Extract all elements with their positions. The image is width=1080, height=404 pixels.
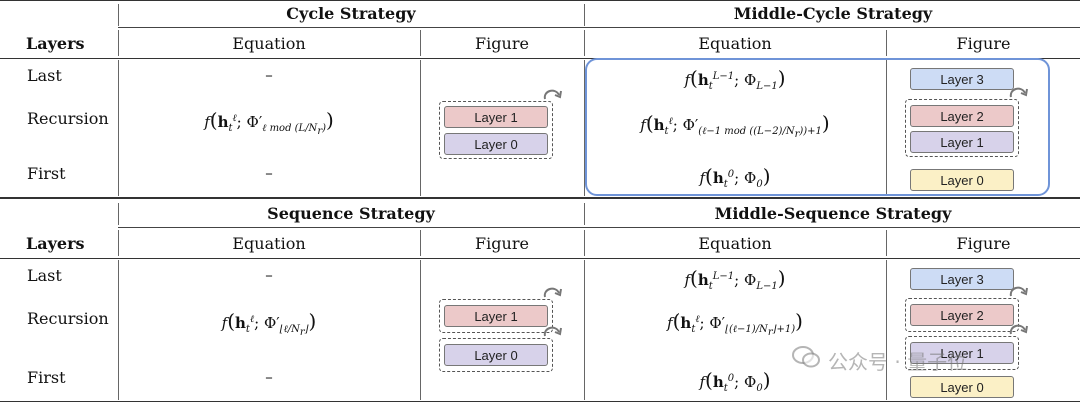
loop-arrow-icon — [1009, 87, 1028, 98]
cycle-recursion-equation: f(htℓ; Φ′ℓ mod (L/Nr)) — [204, 108, 334, 137]
middle-cycle-layer-1: Layer 1 — [910, 131, 1014, 153]
row-label-recursion: Recursion — [27, 309, 109, 328]
cycle-layer-1: Layer 1 — [444, 106, 548, 128]
middle-sequence-layer-2: Layer 2 — [910, 304, 1014, 326]
figure-header-bottom-right: Figure — [956, 234, 1011, 253]
middle-cycle-highlight — [585, 58, 1050, 196]
sequence-layer0-loop-group — [439, 338, 553, 372]
sequence-strategy-title: Sequence Strategy — [267, 204, 435, 223]
equation-header-bottom-left: Equation — [232, 234, 306, 253]
sequence-layer-1: Layer 1 — [444, 305, 548, 327]
watermark-text: 公众号 · 量子位 — [828, 350, 968, 374]
sequence-recursion-equation: f(htℓ; Φ′⌊ℓ/Nr⌋) — [221, 309, 317, 338]
middle-sequence-layer2-loop-group — [905, 298, 1019, 332]
middle-sequence-recursion-equation: f(htℓ; Φ′⌊(ℓ−1)/Nr⌋+1)) — [667, 309, 803, 338]
middle-sequence-first-equation: f(ht0; Φ0) — [699, 368, 771, 394]
sequence-last-equation: – — [265, 266, 273, 284]
middle-cycle-recursion-equation: f(htℓ; Φ′(ℓ−1 mod ((L−2)/Nr))+1) — [640, 111, 830, 140]
sequence-first-equation: – — [265, 368, 273, 386]
equation-header-bottom-right: Equation — [698, 234, 772, 253]
middle-sequence-last-equation: f(htL−1; ΦL−1) — [684, 266, 786, 292]
row-label-last: Last — [27, 66, 62, 85]
row-label-recursion: Recursion — [27, 109, 109, 128]
figure-header-top-left: Figure — [475, 34, 529, 53]
loop-arrow-icon — [1009, 324, 1028, 335]
middle-cycle-first-equation: f(ht0; Φ0) — [699, 164, 771, 190]
cycle-strategy-title: Cycle Strategy — [286, 4, 416, 23]
cycle-recursion-group — [439, 101, 553, 159]
cycle-first-equation: – — [265, 164, 273, 182]
loop-arrow-icon — [543, 326, 562, 337]
row-label-last: Last — [27, 266, 62, 285]
layers-header-top: Layers — [26, 34, 85, 53]
middle-cycle-layer-0: Layer 0 — [910, 169, 1014, 191]
equation-header-top-left: Equation — [232, 34, 306, 53]
cycle-layer-0: Layer 0 — [444, 133, 548, 155]
wechat-icon — [792, 346, 820, 368]
row-label-first: First — [27, 368, 66, 387]
figure-header-bottom-left: Figure — [475, 234, 529, 253]
loop-arrow-icon — [543, 89, 562, 100]
sequence-layer1-loop-group — [439, 299, 553, 333]
middle-sequence-layer-3: Layer 3 — [910, 268, 1014, 290]
middle-cycle-strategy-title: Middle-Cycle Strategy — [733, 4, 933, 23]
row-label-first: First — [27, 164, 66, 183]
layers-header-bottom: Layers — [26, 234, 85, 253]
figure-header-top-right: Figure — [956, 34, 1011, 53]
equation-header-top-right: Equation — [698, 34, 772, 53]
middle-sequence-strategy-title: Middle-Sequence Strategy — [714, 204, 952, 223]
middle-cycle-last-equation: f(htL−1; ΦL−1) — [684, 66, 786, 92]
middle-sequence-layer-1: Layer 1 — [910, 342, 1014, 364]
middle-sequence-layer1-loop-group — [905, 336, 1019, 370]
middle-sequence-layer-0: Layer 0 — [910, 376, 1014, 398]
middle-cycle-layer-2: Layer 2 — [910, 105, 1014, 127]
loop-arrow-icon — [543, 287, 562, 298]
loop-arrow-icon — [1009, 286, 1028, 297]
middle-cycle-layer-3: Layer 3 — [910, 68, 1014, 90]
middle-cycle-recursion-group — [905, 99, 1019, 157]
sequence-layer-0: Layer 0 — [444, 344, 548, 366]
cycle-last-equation: – — [265, 66, 273, 84]
